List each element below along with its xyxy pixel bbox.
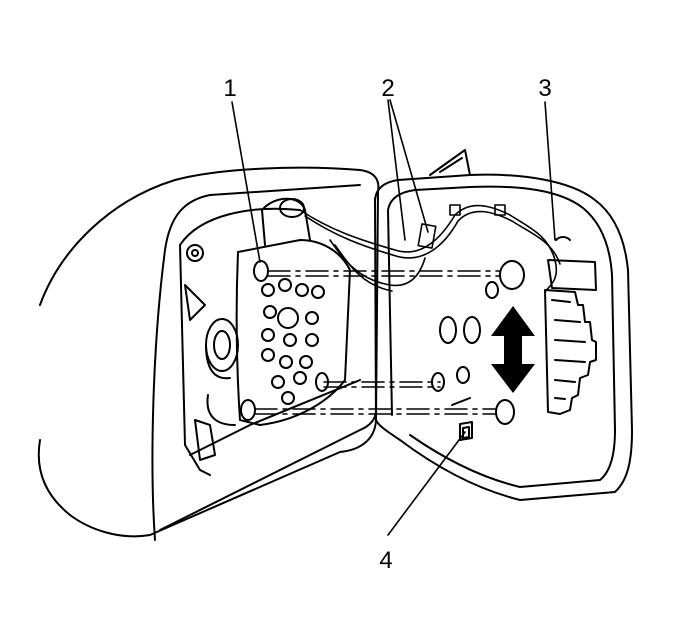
callout-2: 2 <box>381 75 394 102</box>
actuator-plate <box>235 197 351 426</box>
callout-4: 4 <box>379 547 392 574</box>
leader-lines <box>231 99 556 536</box>
wire-harness <box>299 204 561 293</box>
mirror-housing <box>37 166 380 541</box>
callout-3: 3 <box>538 75 551 102</box>
adjustment-arrow-icon <box>491 306 535 393</box>
callout-1: 1 <box>223 75 236 102</box>
alignment-lines <box>254 270 501 415</box>
